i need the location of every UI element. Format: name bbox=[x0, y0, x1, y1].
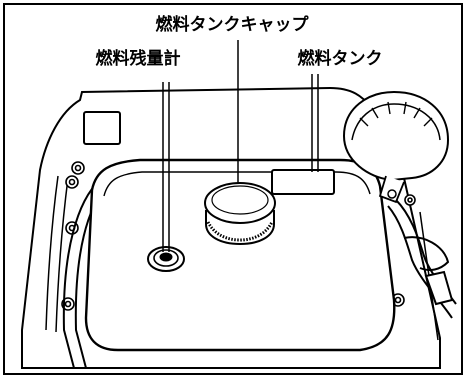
leader-fuel-gauge bbox=[162, 82, 170, 252]
label-fuel-gauge: 燃料残量計 bbox=[96, 48, 181, 69]
right-tube-frame bbox=[387, 199, 457, 319]
tank-label-plate bbox=[271, 169, 335, 195]
figure-border bbox=[3, 3, 463, 375]
air-cleaner-cover bbox=[342, 90, 450, 204]
fuel-gauge bbox=[147, 246, 185, 272]
fuel-tank-cap bbox=[204, 182, 276, 246]
label-fuel-tank-cap: 燃料タンクキャップ bbox=[156, 14, 310, 35]
label-fuel-tank: 燃料タンク bbox=[298, 48, 383, 69]
leader-lines bbox=[162, 40, 319, 252]
leader-fuel-tank bbox=[311, 74, 319, 172]
